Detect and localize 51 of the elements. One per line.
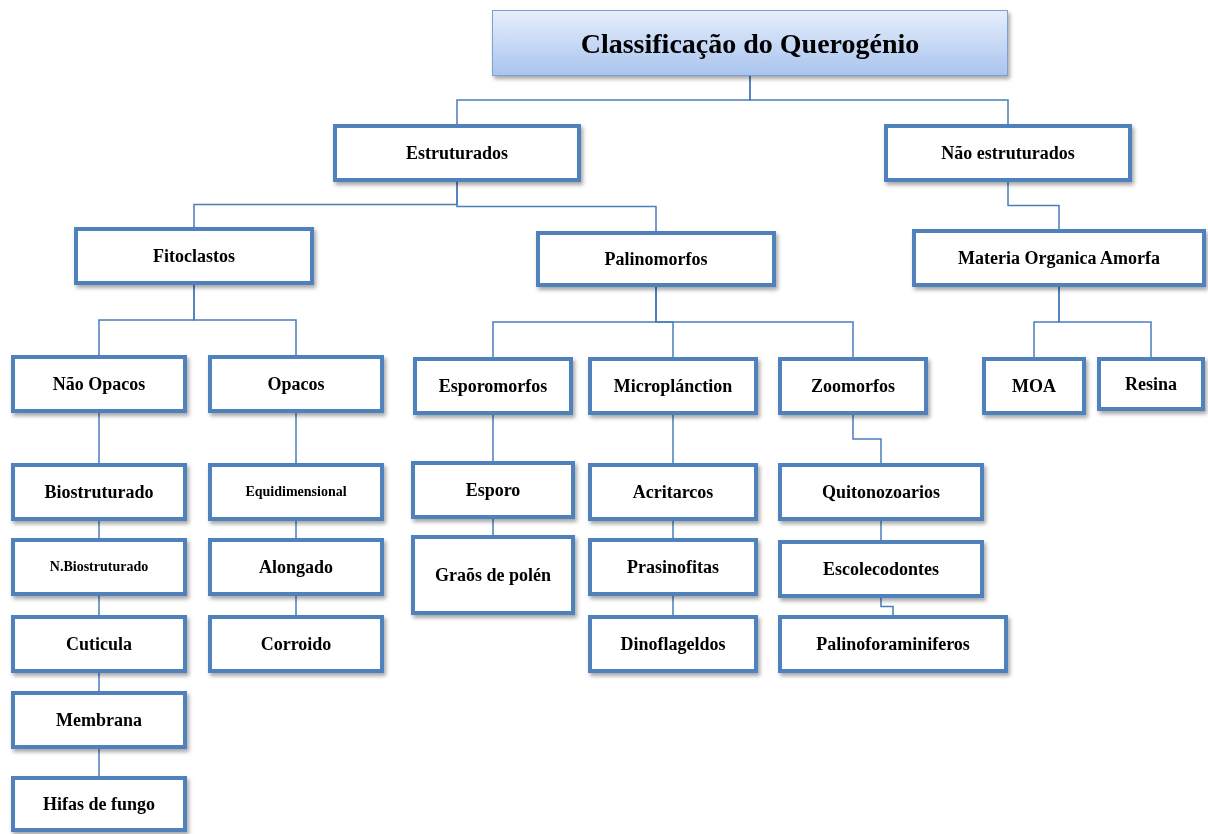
category-box: Não estruturados: [884, 124, 1132, 182]
category-box: Esporomorfos: [413, 357, 573, 415]
connector-line: [852, 414, 882, 464]
connector-line: [492, 518, 494, 536]
category-box: Opacos: [208, 355, 384, 413]
connector-line: [492, 414, 494, 462]
category-box: Zoomorfos: [778, 357, 928, 415]
title-box: Classificação do Querogénio: [492, 10, 1008, 76]
category-box: Alongado: [208, 538, 384, 596]
connector-line: [672, 520, 674, 539]
category-box: Corroido: [208, 615, 384, 673]
connector-line: [193, 284, 297, 356]
category-box: Resina: [1097, 357, 1205, 411]
category-box: Não Opacos: [11, 355, 187, 413]
category-box: MOA: [982, 357, 1086, 415]
connector-line: [98, 520, 100, 539]
category-box: Equidimensional: [208, 463, 384, 521]
connector-line: [655, 286, 854, 358]
category-box: Membrana: [11, 691, 187, 749]
connector-line: [1007, 181, 1060, 230]
connector-line: [749, 75, 1009, 125]
category-box: Acritarcos: [588, 463, 758, 521]
connector-line: [456, 181, 657, 232]
connector-line: [98, 672, 100, 692]
connector-line: [98, 412, 100, 464]
category-box: Cuticula: [11, 615, 187, 673]
connector-line: [672, 414, 674, 464]
category-box: Estruturados: [333, 124, 581, 182]
category-box: Biostruturado: [11, 463, 187, 521]
category-box: Dinoflageldos: [588, 615, 758, 673]
connector-line: [1058, 286, 1152, 358]
category-box: Esporo: [411, 461, 575, 519]
category-box: N.Biostruturado: [11, 538, 187, 596]
connector-line: [295, 595, 297, 616]
category-box: Palinomorfos: [536, 231, 776, 287]
category-box: Graõs de polén: [411, 535, 575, 615]
category-box: Materia Organica Amorfa: [912, 229, 1206, 287]
connector-line: [98, 595, 100, 616]
connector-line: [880, 520, 882, 541]
category-box: Microplánction: [588, 357, 758, 415]
category-box: Quitonozoarios: [778, 463, 984, 521]
category-box: Prasinofitas: [588, 538, 758, 596]
connector-line: [672, 595, 674, 616]
connector-line: [295, 412, 297, 464]
category-box: Escolecodontes: [778, 540, 984, 598]
category-box: Fitoclastos: [74, 227, 314, 285]
connector-line: [880, 597, 894, 616]
category-box: Hifas de fungo: [11, 776, 187, 832]
connector-line: [295, 520, 297, 539]
connector-line: [98, 748, 100, 777]
category-box: Palinoforaminiferos: [778, 615, 1008, 673]
